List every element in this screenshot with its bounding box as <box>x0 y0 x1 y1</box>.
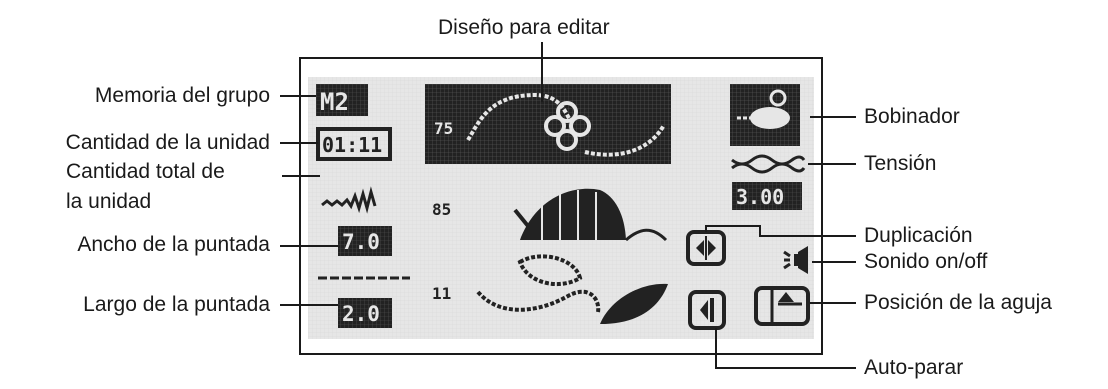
leader-mirror <box>705 225 856 237</box>
stitch-width-icon <box>321 186 377 214</box>
auto-stop-icon <box>688 290 726 330</box>
unit-counter-display: 01:11 <box>316 127 392 161</box>
label-design-to-edit: Diseño para editar <box>438 16 610 39</box>
label-unit-quantity: Cantidad de la unidad <box>65 131 270 154</box>
tension-value-box: 3.00 <box>732 182 802 210</box>
memory-group-display: M2 <box>316 84 368 116</box>
stitch-length-box: 2.0 <box>338 298 392 328</box>
label-auto-stop: Auto-parar <box>864 356 964 379</box>
label-unit-total-line1: Cantidad total de <box>66 160 225 183</box>
label-bobbin-winder: Bobinador <box>864 105 960 128</box>
stitch-width-value: 7.0 <box>342 230 380 254</box>
leaf-stitch-pattern-top <box>472 188 668 242</box>
stitch-width-box: 7.0 <box>338 226 392 256</box>
pattern-number-bottom: 11 <box>432 284 451 303</box>
label-tension: Tensión <box>864 152 937 175</box>
label-stitch-length: Largo de la puntada <box>83 293 270 316</box>
label-sound: Sonido on/off <box>864 250 988 273</box>
leaf-stitch-pattern-bottom <box>476 254 668 324</box>
label-group-memory: Memoria del grupo <box>94 84 270 107</box>
label-mirror: Duplicación <box>864 224 973 247</box>
label-stitch-width: Ancho de la puntada <box>77 233 270 256</box>
unit-counter-value: 01:11 <box>322 133 382 157</box>
tension-value: 3.00 <box>736 185 784 209</box>
leader-lines <box>280 42 856 369</box>
leader-auto-stop <box>715 328 856 369</box>
design-edit-area: 75 <box>425 84 671 164</box>
pattern-number-top: 85 <box>432 200 451 219</box>
label-unit-total-line2: la unidad <box>66 190 152 213</box>
design-number: 75 <box>434 119 453 138</box>
sound-icon <box>783 246 808 274</box>
stitch-length-value: 2.0 <box>342 302 380 326</box>
label-needle-position: Posición de la aguja <box>864 291 1052 314</box>
needle-position-icon <box>754 286 810 326</box>
tension-icon <box>731 154 806 174</box>
memory-number: M2 <box>320 88 349 116</box>
bobbin-winder-icon <box>730 84 800 146</box>
